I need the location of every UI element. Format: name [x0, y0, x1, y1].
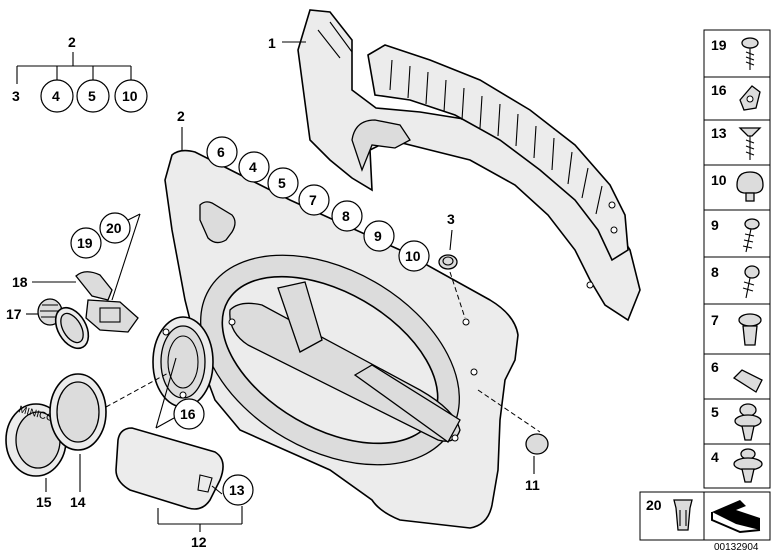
plug-icon [736, 171, 764, 202]
legend-label-16: 16 [711, 82, 727, 98]
legend-cell-9 [703, 209, 771, 258]
legend-label-4: 4 [711, 449, 719, 465]
legend-label-5: 5 [711, 404, 719, 420]
legend-cell-13 [703, 119, 771, 166]
clip-icon [732, 369, 763, 393]
oval-head-screw-icon [742, 218, 760, 253]
insulation-carrier: 1 [268, 9, 641, 322]
seq-label-5: 5 [278, 175, 286, 191]
legend-label-6: 6 [711, 359, 719, 375]
label-2: 2 [177, 108, 185, 124]
legend-label-7: 7 [711, 312, 719, 328]
label-19: 19 [77, 235, 93, 251]
legend-label-19: 19 [711, 37, 727, 53]
seq-label-7: 7 [309, 192, 317, 208]
countersunk-screw-icon [738, 127, 762, 160]
legend-label-8: 8 [711, 264, 719, 280]
pan-head-screw-icon [742, 265, 760, 299]
tree-label-3: 3 [12, 88, 20, 104]
label-14: 14 [70, 494, 86, 510]
label-17: 17 [6, 306, 22, 322]
label-11: 11 [525, 477, 540, 493]
legend-label-20: 20 [646, 497, 662, 513]
button-clip-icon [733, 448, 763, 483]
hierarchy-tree: 2 3 4 5 10 [12, 34, 148, 113]
diagram-id: 00132904 [714, 542, 759, 552]
legend-cell-7 [703, 303, 771, 355]
legend-label-10: 10 [711, 172, 727, 188]
label-13: 13 [229, 482, 245, 498]
seq-label-9: 9 [374, 228, 382, 244]
label-16: 16 [180, 406, 196, 422]
torx-screw-icon [741, 37, 759, 70]
bottom-legend: 20 00132904 [639, 491, 771, 552]
seq-label-6: 6 [217, 144, 225, 160]
speaker-ring-14: 14 [49, 373, 107, 510]
speed-nut-icon [739, 85, 761, 111]
label-18: 18 [12, 274, 28, 290]
legend-label-9: 9 [711, 217, 719, 233]
tree-label-4: 4 [52, 88, 60, 104]
switch-unit-18: 18 [12, 271, 139, 333]
tree-label-2: 2 [68, 34, 76, 50]
label-20: 20 [106, 220, 122, 236]
legend-cell-8 [703, 256, 771, 305]
tree-label-5: 5 [88, 88, 96, 104]
clip-3: 3 [438, 211, 466, 319]
push-rivet-icon [734, 403, 762, 441]
clip-nut-icon [673, 499, 693, 531]
speaker-ring [152, 316, 214, 408]
label-3: 3 [447, 211, 455, 227]
plug-11: 11 [477, 389, 549, 493]
legend-label-13: 13 [711, 125, 727, 141]
pocket-cover-12: 13 12 [115, 427, 254, 550]
label-15: 15 [36, 494, 52, 510]
fastener-sequence: 6 4 5 7 8 9 10 [206, 136, 430, 272]
expanding-rivet-icon [738, 313, 762, 346]
insulation-pad-icon [711, 500, 761, 534]
seq-label-4: 4 [249, 159, 257, 175]
group-19-20: 20 19 [70, 212, 141, 301]
legend-cell-19 [703, 29, 771, 78]
tree-label-10: 10 [122, 88, 138, 104]
label-1: 1 [268, 35, 276, 51]
seq-label-8: 8 [342, 208, 350, 224]
door-trim-panel: 2 [164, 108, 519, 529]
tweeter-grille-17: 17 [6, 298, 90, 350]
speed-nut-16: 16 [105, 357, 205, 430]
legend-column: 19 16 13 10 9 8 [703, 29, 771, 489]
seq-label-10: 10 [405, 248, 421, 264]
label-12: 12 [191, 534, 207, 550]
